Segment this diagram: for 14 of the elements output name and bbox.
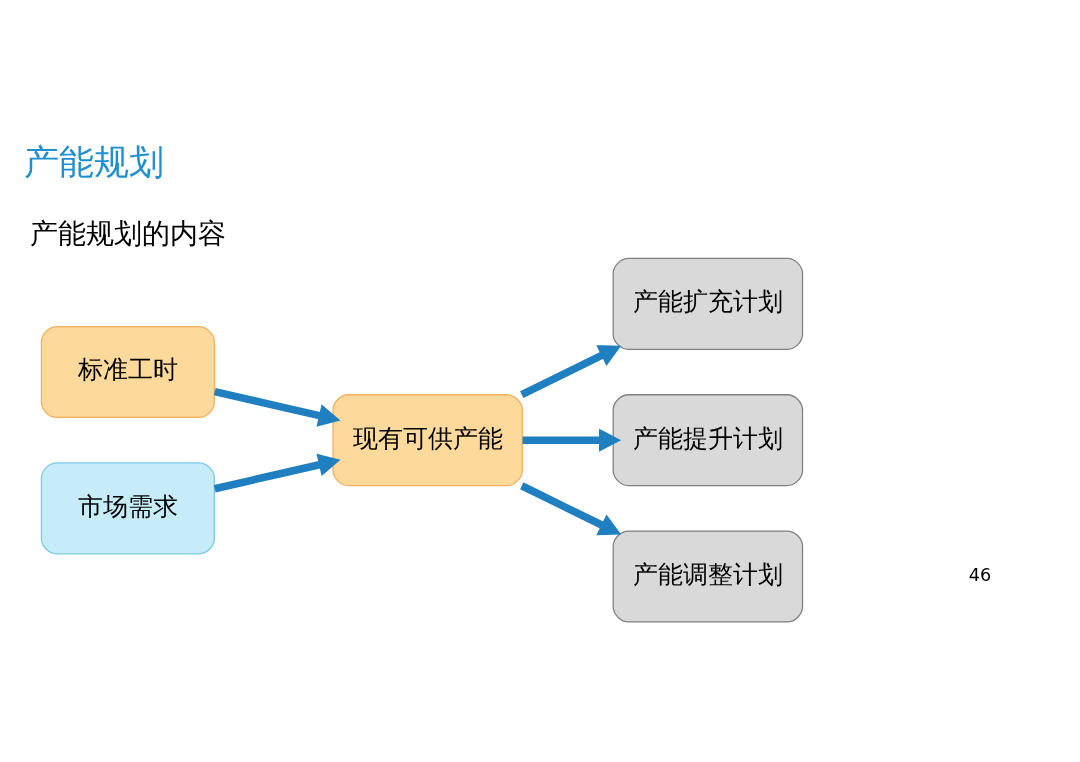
node-box: 产能提升计划 — [612, 393, 804, 486]
diagram-title: 产能规划 — [24, 140, 165, 182]
arrow — [520, 344, 622, 398]
arrow — [522, 428, 622, 452]
node-box: 产能调整计划 — [612, 529, 804, 623]
arrow — [213, 453, 341, 492]
node-box: 产能扩充计划 — [612, 257, 804, 350]
node-box: 市场需求 — [40, 461, 215, 554]
node-box: 标准工时 — [40, 325, 215, 418]
label: 46 — [968, 564, 992, 585]
label: 产能规划的内容 — [29, 216, 226, 250]
arrow — [213, 387, 341, 427]
node-box: 现有可供产能 — [332, 393, 523, 486]
arrow — [520, 481, 622, 535]
